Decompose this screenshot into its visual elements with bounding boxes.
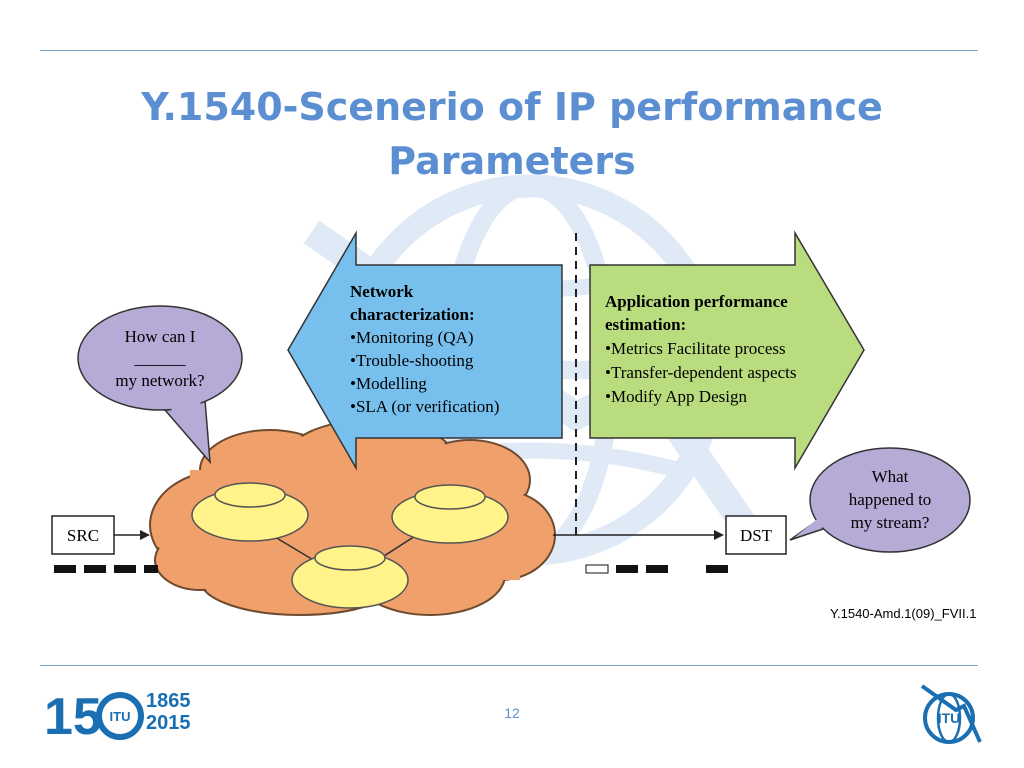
itu-logo-text: ITU <box>938 710 961 726</box>
left-bubble-line3: my network? <box>115 371 204 390</box>
application-item: •Modify App Design <box>605 387 747 406</box>
network-item: •SLA (or verification) <box>350 397 499 416</box>
logo-year-start: 1865 <box>146 690 191 712</box>
left-bubble-line2: ______ <box>134 349 187 368</box>
network-heading-line2: characterization: <box>350 305 475 324</box>
dst-label: DST <box>740 526 773 545</box>
bottom-divider <box>40 665 978 666</box>
slide-title: Y.1540-Scenerio of IP performance Parame… <box>112 80 912 188</box>
application-item: •Transfer-dependent aspects <box>605 363 796 382</box>
logo-year-end: 2015 <box>146 712 191 734</box>
network-characterization-arrow <box>287 230 563 471</box>
page-number: 12 <box>504 705 520 721</box>
slide-title-line1: Y.1540-Scenerio of IP performance <box>141 85 883 129</box>
left-bubble-line1: How can I <box>125 327 196 346</box>
application-item: •Metrics Facilitate process <box>605 339 786 358</box>
application-heading-line1: Application performance <box>605 292 788 311</box>
right-bubble-line2: happened to <box>849 490 932 509</box>
application-performance-arrow <box>589 230 865 471</box>
network-item: •Trouble-shooting <box>350 351 474 370</box>
itu-logo-icon: ITU <box>920 684 982 744</box>
speech-bubble-left <box>77 305 243 465</box>
itu-150-logo: 15 ITU 1865 2015 <box>44 688 191 746</box>
logo-zero-ring <box>96 692 144 740</box>
dst-box <box>725 515 787 555</box>
logo-150-mark: 15 ITU <box>44 688 144 746</box>
figure-caption: Y.1540-Amd.1(09)_FVII.1 <box>830 606 977 621</box>
slide-title-line2: Parameters <box>388 139 636 183</box>
logo-digits-15: 15 <box>44 688 102 740</box>
speech-bubble-right <box>789 447 971 553</box>
small-cloud-left <box>191 482 309 542</box>
logo-years: 1865 2015 <box>146 690 191 734</box>
logo-itu-badge: ITU <box>110 709 131 724</box>
packet-stream-right <box>585 564 728 574</box>
right-bubble-line1: What <box>872 467 909 486</box>
application-heading-line2: estimation: <box>605 315 686 334</box>
network-item: •Modelling <box>350 374 427 393</box>
src-label: SRC <box>67 526 99 545</box>
top-divider <box>40 50 978 51</box>
small-cloud-bottom <box>291 545 409 609</box>
packet-stream-left <box>54 565 158 573</box>
small-cloud-right <box>391 484 509 544</box>
network-heading-line1: Network <box>350 282 414 301</box>
network-item: •Monitoring (QA) <box>350 328 474 347</box>
right-bubble-line3: my stream? <box>851 513 930 532</box>
